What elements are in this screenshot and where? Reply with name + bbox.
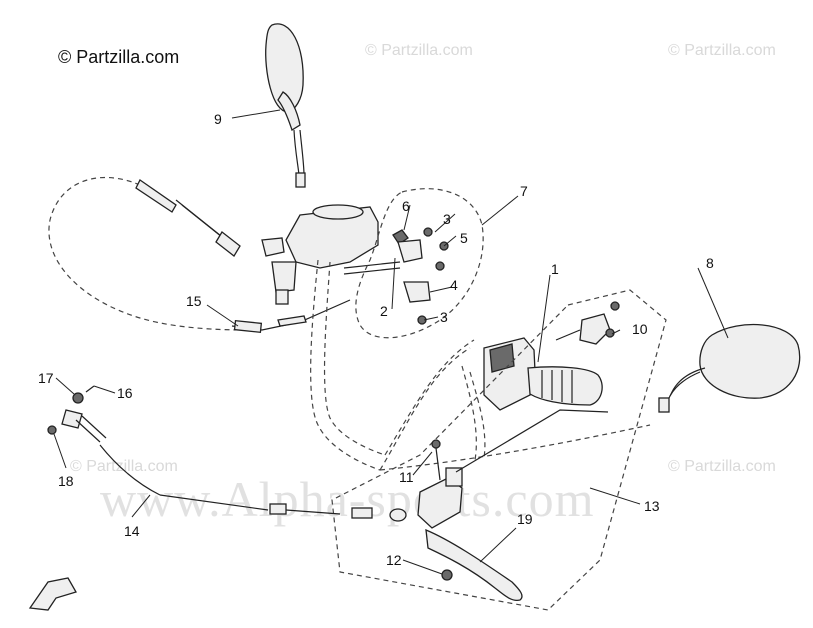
brake-cable[interactable]: [231, 299, 351, 334]
callout-7: 7: [520, 183, 528, 199]
callout-12: 12: [386, 552, 402, 568]
watermark: © Partzilla.com: [70, 458, 178, 475]
callout-labels: 1 2 3 3 4 5 6 7 8 9 10 11 12 13 14 15 16…: [38, 111, 714, 568]
callout-9: 9: [214, 111, 222, 127]
callout-5: 5: [460, 230, 468, 246]
callout-15: 15: [186, 293, 202, 309]
right-mirror[interactable]: [658, 323, 801, 413]
callout-11: 11: [399, 469, 414, 485]
clutch-cable[interactable]: [47, 385, 407, 522]
switch-parts-group[interactable]: [355, 188, 484, 339]
callout-1: 1: [551, 261, 559, 277]
lever-group-boundary[interactable]: [331, 289, 667, 611]
front-arrow-icon: [28, 577, 77, 611]
watermark: © Partzilla.com: [668, 42, 776, 59]
throttle-grip[interactable]: [483, 337, 603, 411]
leader-lines: [53, 109, 729, 575]
lever-assembly[interactable]: [417, 409, 609, 602]
site-watermark: www.Alpha-sports.com: [100, 471, 595, 527]
watermark: © Partzilla.com: [668, 458, 776, 475]
callout-13: 13: [644, 498, 660, 514]
clamp-bracket[interactable]: [555, 301, 620, 345]
callout-19: 19: [517, 511, 533, 527]
callout-8: 8: [706, 255, 714, 271]
throttle-cable[interactable]: [48, 177, 256, 331]
watermark: © Partzilla.com: [365, 42, 473, 59]
callout-4: 4: [450, 277, 458, 293]
callout-17: 17: [38, 370, 54, 386]
callout-14: 14: [124, 523, 140, 539]
callout-6: 6: [402, 198, 410, 214]
callout-10: 10: [632, 321, 648, 337]
callout-16: 16: [117, 385, 133, 401]
callout-2: 2: [380, 303, 388, 319]
copyright-notice: © Partzilla.com: [58, 47, 180, 67]
handlebar[interactable]: [310, 259, 651, 471]
left-mirror[interactable]: [265, 23, 306, 188]
callout-3b: 3: [440, 309, 448, 325]
master-cylinder[interactable]: [261, 204, 401, 305]
callout-18: 18: [58, 473, 74, 489]
callout-3: 3: [443, 211, 451, 227]
